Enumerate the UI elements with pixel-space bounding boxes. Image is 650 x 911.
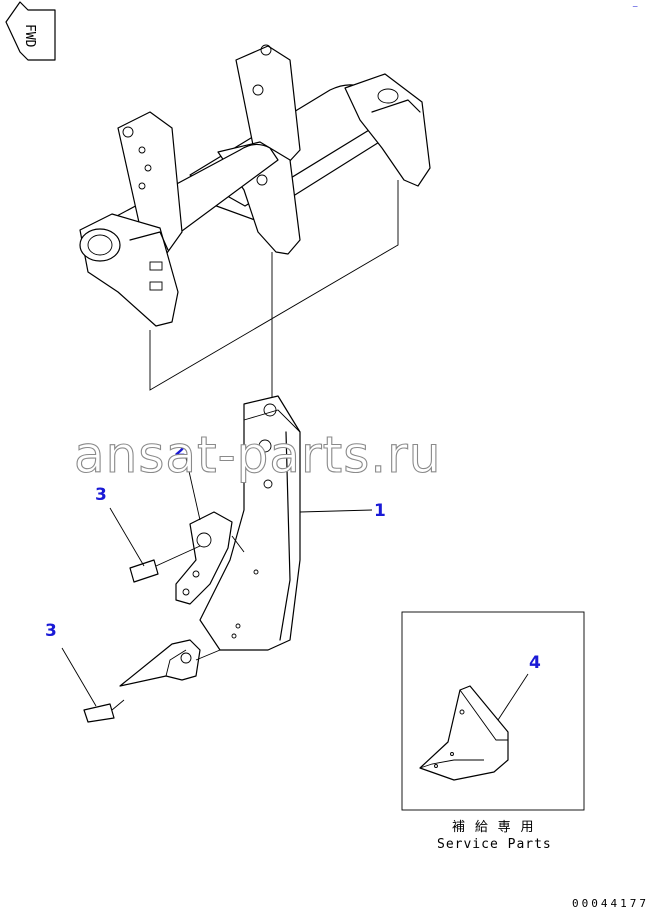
service-parts-english: Service Parts — [437, 837, 552, 852]
corner-mark: ⁻ — [632, 1, 638, 15]
tip-pin-lower — [83, 699, 125, 723]
shank-protector — [175, 511, 245, 605]
service-parts-japanese: 補 給 専 用 — [452, 820, 534, 835]
drawing-code: 00044177 — [572, 897, 649, 910]
callout-4: 4 — [529, 653, 541, 673]
fwd-label: FWD — [22, 24, 37, 48]
ripper-shank — [199, 395, 301, 651]
ripper-tip — [119, 639, 221, 687]
callout-leaders — [61, 457, 529, 721]
callout-1: 1 — [374, 501, 386, 521]
watermark: ansat-parts.ru — [74, 426, 441, 484]
service-tip-part — [419, 685, 509, 781]
callout-3-upper: 3 — [95, 485, 107, 505]
callout-2: 2 — [174, 441, 186, 461]
frame-assembly — [79, 44, 431, 327]
service-parts-box — [401, 611, 585, 811]
fwd-arrow-icon: FWD — [5, 1, 56, 61]
callout-3-lower: 3 — [45, 621, 57, 641]
pin-upper — [129, 545, 201, 583]
assembly-leader — [149, 180, 399, 400]
